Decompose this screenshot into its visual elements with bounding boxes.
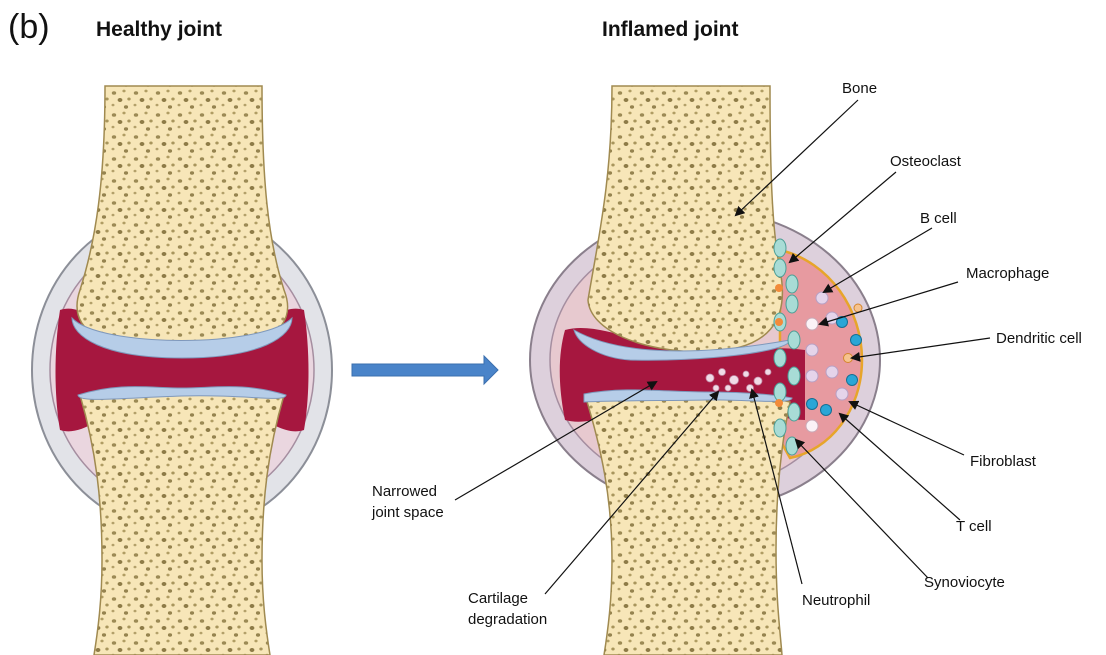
label-synoviocyte: Synoviocyte (924, 572, 1005, 593)
label-macrophage: Macrophage (966, 263, 1049, 284)
label-narrowed-joint-space: Narrowed joint space (372, 481, 444, 523)
label-neutrophil: Neutrophil (802, 590, 870, 611)
inflamed-lower-bone (585, 393, 790, 655)
panel-letter: (b) (8, 8, 50, 47)
label-dendritic-cell: Dendritic cell (996, 328, 1082, 349)
label-cartilage-degradation: Cartilage degradation (468, 588, 547, 630)
transition-arrow (352, 356, 498, 384)
label-b-cell: B cell (920, 208, 957, 229)
label-narrowed-joint-space-line2: joint space (372, 502, 444, 523)
healthy-joint (32, 86, 332, 655)
healthy-joint-title: Healthy joint (96, 18, 222, 42)
label-osteoclast: Osteoclast (890, 151, 961, 172)
label-narrowed-joint-space-line1: Narrowed (372, 481, 444, 502)
inflamed-upper-bone (588, 86, 782, 352)
label-cartilage-degradation-line2: degradation (468, 609, 547, 630)
label-t-cell: T cell (956, 516, 992, 537)
label-bone: Bone (842, 78, 877, 99)
label-fibroblast: Fibroblast (970, 451, 1036, 472)
label-cartilage-degradation-line1: Cartilage (468, 588, 547, 609)
healthy-upper-bone (77, 86, 288, 352)
inflamed-joint (530, 86, 880, 655)
healthy-lower-bone (80, 390, 284, 655)
inflamed-joint-title: Inflamed joint (602, 18, 739, 42)
